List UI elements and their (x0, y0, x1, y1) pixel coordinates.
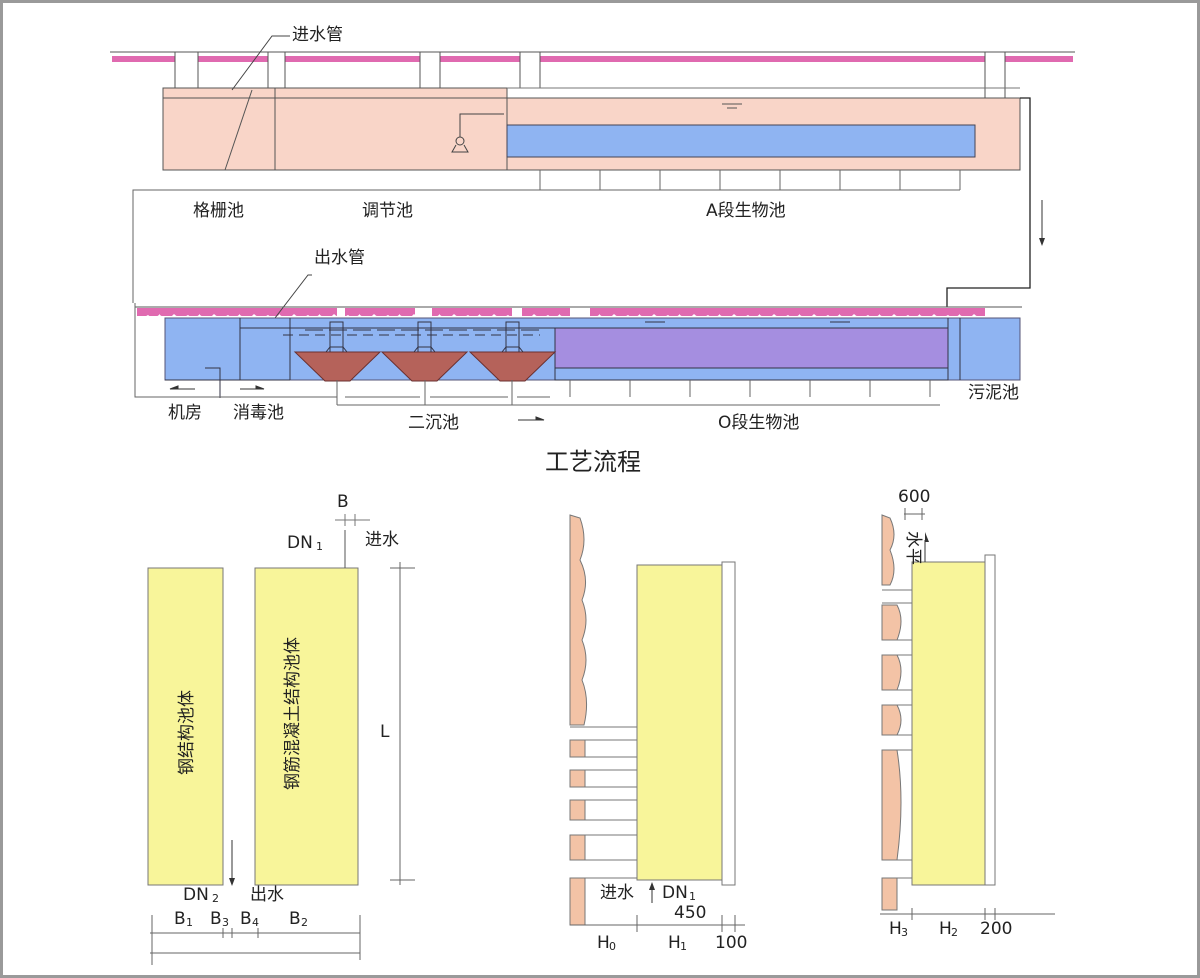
h1-subscript: 1 (680, 940, 687, 953)
screen-tank-label: 格栅池 (193, 201, 244, 221)
inlet-arrow-icon (649, 882, 655, 903)
steel-tank (147, 567, 224, 886)
machine-room-label: 机房 (168, 403, 202, 423)
mid-inlet-label: 进水 (600, 883, 634, 903)
dim-100: 100 (715, 933, 747, 953)
mid-dn1-subscript: 1 (689, 890, 696, 903)
length-label: L (380, 722, 390, 742)
flow-arrow-icon (169, 385, 545, 421)
soil-wall (881, 514, 895, 586)
pump-icon (451, 113, 504, 153)
outlet-arrow-icon (229, 840, 235, 886)
b4-subscript: 4 (252, 916, 259, 929)
level-label: 水平 (903, 531, 923, 565)
inlet-pipe-label: 进水管 (292, 25, 343, 45)
b2-subscript: 2 (301, 916, 308, 929)
concrete-tank-label: 钢筋混凝土结构池体 (283, 637, 303, 790)
b4-label: B (240, 909, 252, 929)
sludge-tank-label: 污泥池 (968, 383, 1019, 403)
h0-label: H (597, 933, 610, 953)
outlet-label: 出水 (250, 885, 284, 905)
h3-subscript: 3 (901, 926, 908, 939)
clarifier-cones (293, 351, 557, 382)
diagram-title: 工艺流程 (545, 448, 641, 476)
top-tanks: 进水管 格栅池 调节池 A段生物池 (132, 25, 1045, 307)
tank-body (636, 564, 723, 881)
inlet-label: 进水 (365, 530, 399, 550)
top-ground (110, 51, 1075, 98)
b1-label: B (174, 909, 186, 929)
b2-label: B (289, 909, 301, 929)
b3-subscript: 3 (222, 916, 229, 929)
a-stage-water (506, 124, 976, 158)
steel-tank-label: 钢结构池体 (177, 690, 197, 775)
h2-label: H (939, 919, 952, 939)
o-stage-water (554, 327, 949, 369)
disinfection-tank-label: 消毒池 (233, 403, 284, 423)
dim-200: 200 (980, 919, 1012, 939)
bottom-ground: 出水管 (135, 248, 1022, 319)
flow-arrow-icon (1039, 200, 1045, 246)
bottom-tanks: 机房 消毒池 二沉池 O段生物池 污泥池 (134, 303, 1021, 433)
clarifier-label: 二沉池 (408, 413, 459, 433)
b3-label: B (210, 909, 222, 929)
level-arrow-icon (924, 532, 929, 562)
dim-450: 450 (674, 903, 706, 923)
b-label: B (337, 492, 349, 512)
h0-subscript: 0 (609, 940, 616, 953)
bar-screen (224, 89, 253, 171)
b1-subscript: 1 (186, 916, 193, 929)
o-stage-tank-label: O段生物池 (718, 413, 799, 433)
dn2-subscript: 2 (212, 892, 219, 905)
dim-600: 600 (898, 487, 930, 507)
mid-dn1-label: DN (662, 883, 688, 903)
h1-label: H (668, 933, 681, 953)
tank-body (911, 561, 986, 886)
h2-subscript: 2 (951, 926, 958, 939)
soil-wall (569, 514, 588, 726)
process-diagram: 进水管 格栅池 调节池 A段生物池 出水管 (110, 25, 1075, 965)
dn2-label: DN (183, 885, 209, 905)
dn1-subscript: 1 (316, 540, 323, 553)
concrete-tank (254, 567, 359, 886)
screen-equalization-tank (162, 87, 508, 171)
outlet-pipe-label: 出水管 (314, 248, 365, 268)
equalization-tank-label: 调节池 (362, 201, 413, 221)
dn1-label: DN (287, 533, 313, 553)
transfer-pipe (946, 97, 1031, 307)
a-stage-tank-label: A段生物池 (706, 201, 786, 221)
h3-label: H (889, 919, 902, 939)
